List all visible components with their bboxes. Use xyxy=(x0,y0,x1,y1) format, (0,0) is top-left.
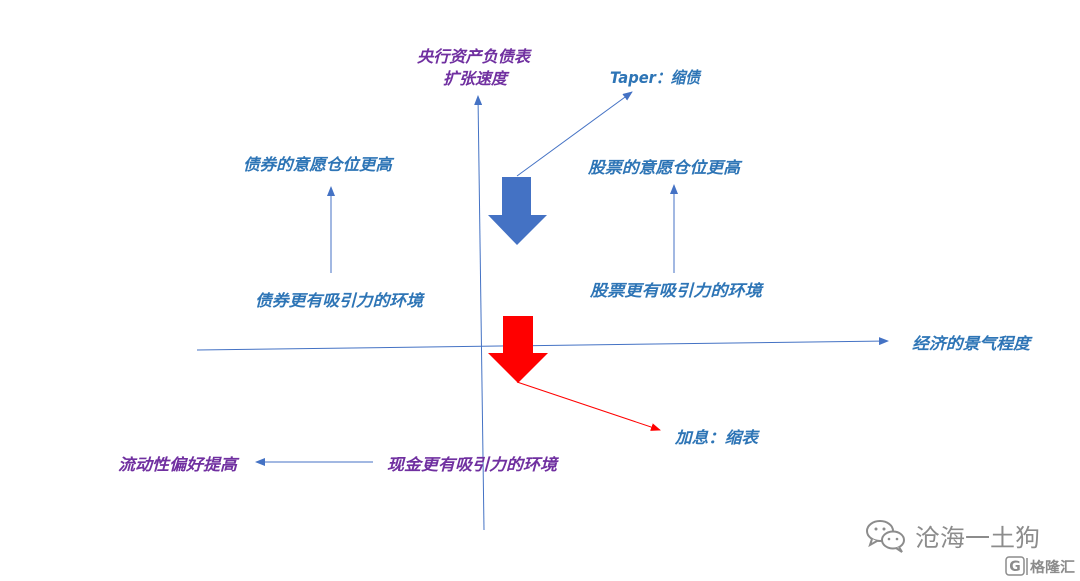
stock-position-label: 股票的意愿仓位更高 xyxy=(587,158,743,177)
bond-environment-label: 债券更有吸引力的环境 xyxy=(255,291,425,310)
bond-position-label: 债券的意愿仓位更高 xyxy=(243,155,395,174)
wechat-icon xyxy=(866,520,905,553)
hike-pointer-arrow xyxy=(516,381,661,431)
stock-environment-label: 股票更有吸引力的环境 xyxy=(589,281,764,300)
y-axis-label-line1: 央行资产负债表 xyxy=(417,47,532,66)
cash-environment-label: 现金更有吸引力的环境 xyxy=(387,455,559,474)
taper-label: Taper：缩债 xyxy=(610,68,702,87)
taper-pointer-arrow xyxy=(516,91,633,177)
y-axis-label-line2: 扩张速度 xyxy=(443,69,510,88)
brand-logo-letter: G xyxy=(1009,559,1021,575)
taper-down-block-arrow-icon xyxy=(488,177,547,245)
hike-down-block-arrow-icon xyxy=(488,316,548,383)
watermark-account-name: 沧海一土狗 xyxy=(915,524,1040,552)
cash-preference-label: 流动性偏好提高 xyxy=(118,455,240,474)
hike-label: 加息：缩表 xyxy=(674,428,760,447)
x-axis-label: 经济的景气程度 xyxy=(912,334,1033,353)
x-axis xyxy=(196,337,889,351)
y-axis xyxy=(474,95,485,531)
gelonghui-logo-icon: G 格隆汇 xyxy=(1005,556,1075,576)
brand-name: 格隆汇 xyxy=(1030,559,1075,576)
